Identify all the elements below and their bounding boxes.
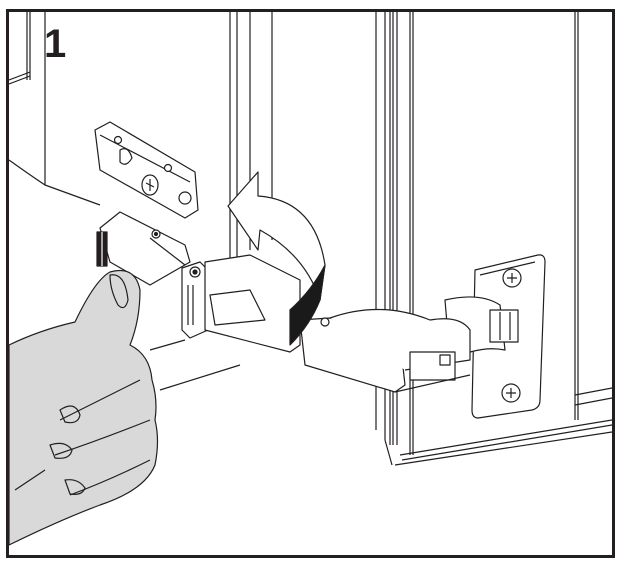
hinge-arm: [96, 211, 471, 393]
step-number: 1: [44, 22, 67, 66]
rotation-arrow: [227, 171, 326, 346]
hand: [9, 269, 159, 546]
mounting-plate: [94, 121, 199, 219]
